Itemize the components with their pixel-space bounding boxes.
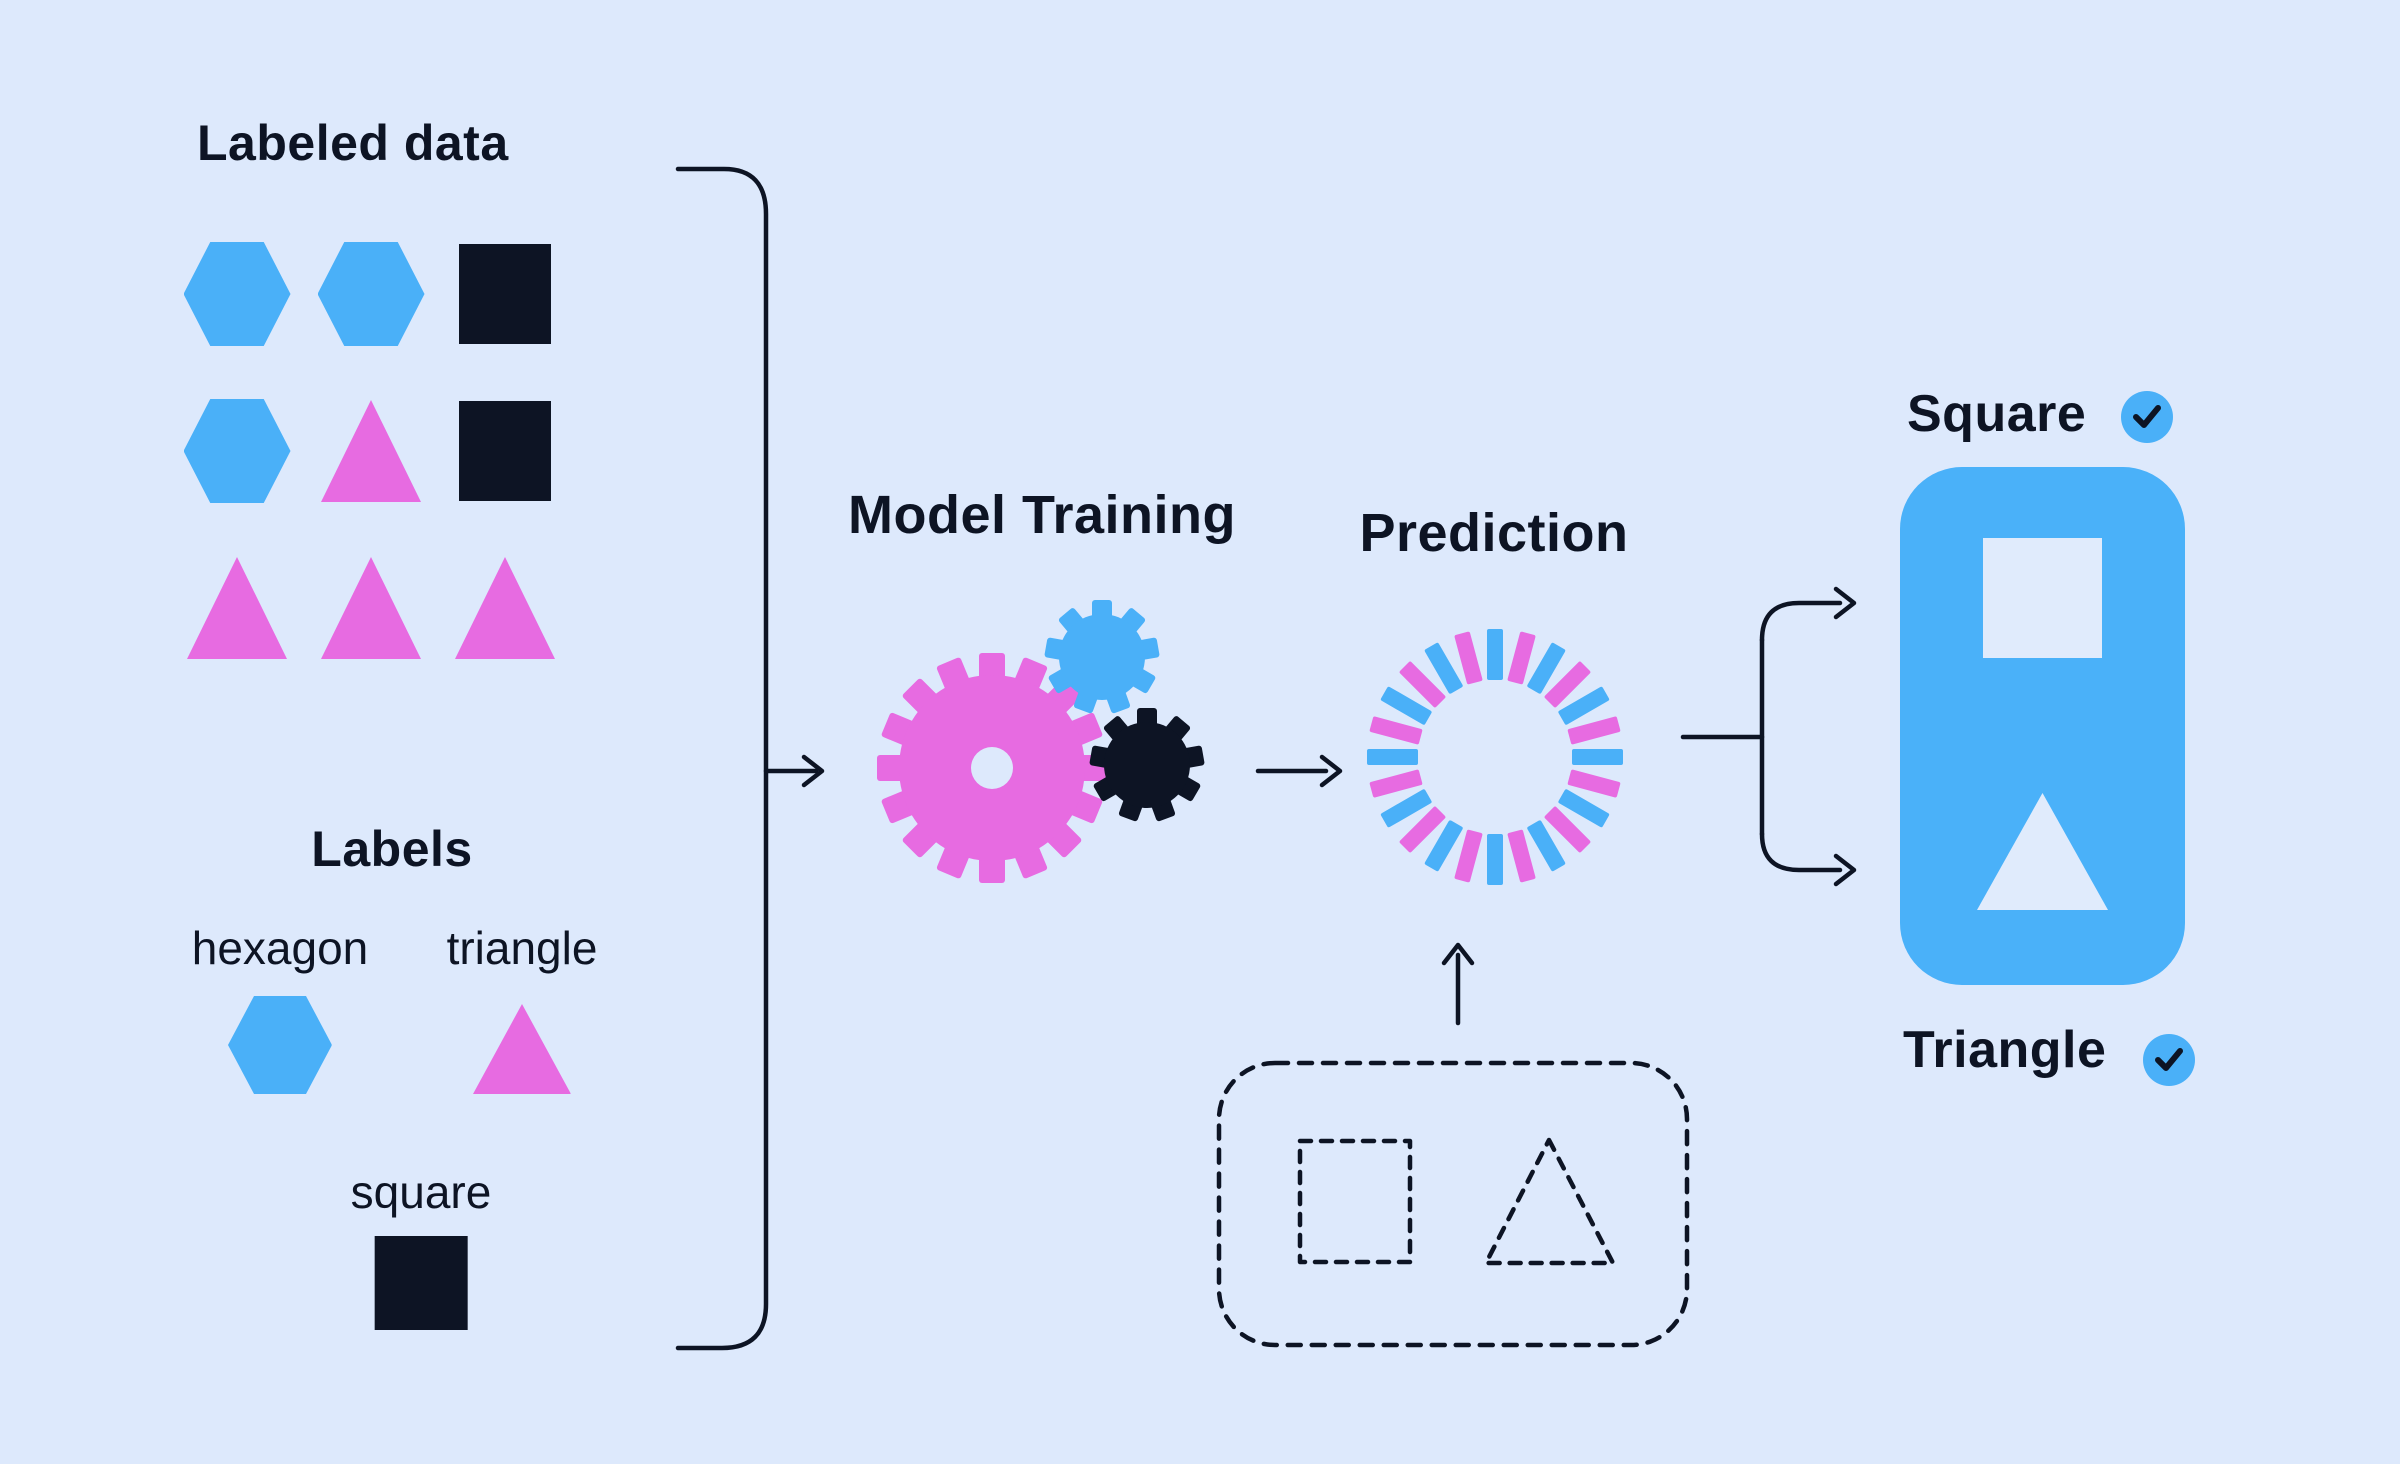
ink-gear [1089,708,1205,822]
model-training-title: Model Training [847,485,1237,545]
grid-cell [316,241,426,347]
fork-arrows [1680,586,1857,887]
prediction-card [1900,467,2185,985]
square-shape [459,244,551,344]
triangle-shape [321,557,421,659]
up-arrow [1441,942,1475,1026]
grid-cell [182,555,292,661]
output-label-triangle: Triangle [1903,1021,2107,1079]
hexagon-label: hexagon [191,922,369,974]
output-label-square: Square [1907,385,2087,443]
arrow-to-prediction [1255,754,1343,788]
grid-cell [316,555,426,661]
square-check-badge [2121,391,2173,443]
labeled-data-grid [182,241,560,661]
label-item-square: square [350,1164,492,1330]
pink-gear [877,653,1107,883]
card-triangle-cutout [1977,793,2108,910]
brace-bracket [675,166,769,1351]
grid-cell [450,241,560,347]
dashed-square-icon [1297,1138,1413,1265]
grid-cell [182,241,292,347]
grid-cell [450,555,560,661]
triangle-shape [187,557,287,659]
arrow-to-training [763,754,825,788]
labels-title: Labels [311,821,473,877]
hexagon-shape [317,242,425,346]
hexagon-shape [228,996,332,1094]
label-item-triangle: triangle [446,920,598,1094]
triangle-shape [455,557,555,659]
triangle-check-badge [2143,1034,2195,1086]
square-label: square [350,1166,492,1218]
card-square-cutout [1983,538,2102,658]
labeled-data-title: Labeled data [197,115,509,171]
prediction-title: Prediction [1359,503,1629,563]
blue-gear [1044,600,1160,714]
square-shape [459,401,551,501]
square-shape [374,1236,468,1330]
dashed-triangle-icon [1483,1137,1616,1266]
triangle-shape [473,1004,571,1094]
hexagon-shape [183,242,291,346]
triangle-label: triangle [446,922,598,974]
label-item-hexagon: hexagon [191,920,369,1094]
gears-icon [877,600,1205,883]
grid-cell [316,398,426,504]
input-examples-box [1216,1060,1690,1348]
grid-cell [450,398,560,504]
spinner-icon [1367,629,1623,885]
triangle-shape [321,400,421,502]
grid-cell [182,398,292,504]
check-icon [2155,1048,2183,1071]
hexagon-shape [183,399,291,503]
check-icon [2133,405,2161,428]
